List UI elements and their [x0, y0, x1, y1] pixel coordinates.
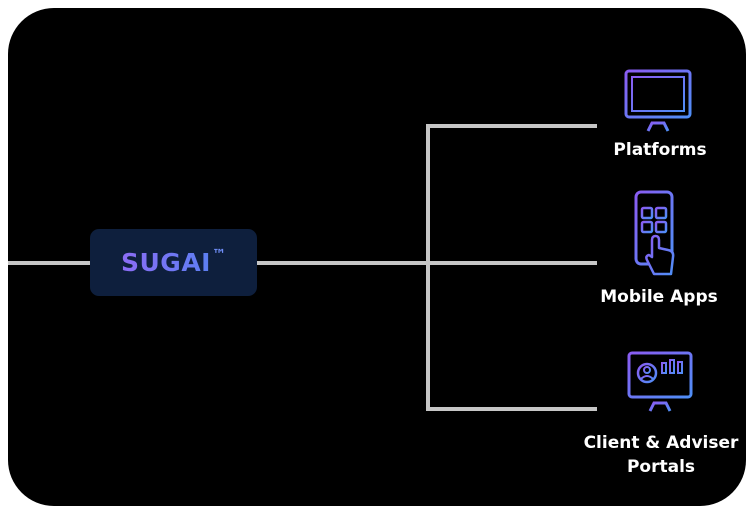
portals-label-line1: Client & Adviser: [583, 433, 739, 453]
vertical-bus: [426, 124, 430, 411]
client-adviser-portals-label: Client & Adviser Portals: [578, 431, 744, 479]
trademark-symbol: ™: [211, 246, 226, 263]
mobile-touch-icon: [634, 190, 675, 276]
sugai-label: SUGAI: [121, 248, 211, 277]
branch-connector-platforms: [426, 124, 597, 128]
dashboard-monitor-icon: [627, 351, 693, 413]
platforms-label: Platforms: [613, 140, 707, 160]
monitor-icon: [624, 69, 692, 133]
branch-connector-portals: [426, 407, 597, 411]
input-connector: [8, 261, 90, 265]
portals-label-line2: Portals: [626, 457, 696, 477]
mobile-apps-label: Mobile Apps: [600, 287, 718, 307]
